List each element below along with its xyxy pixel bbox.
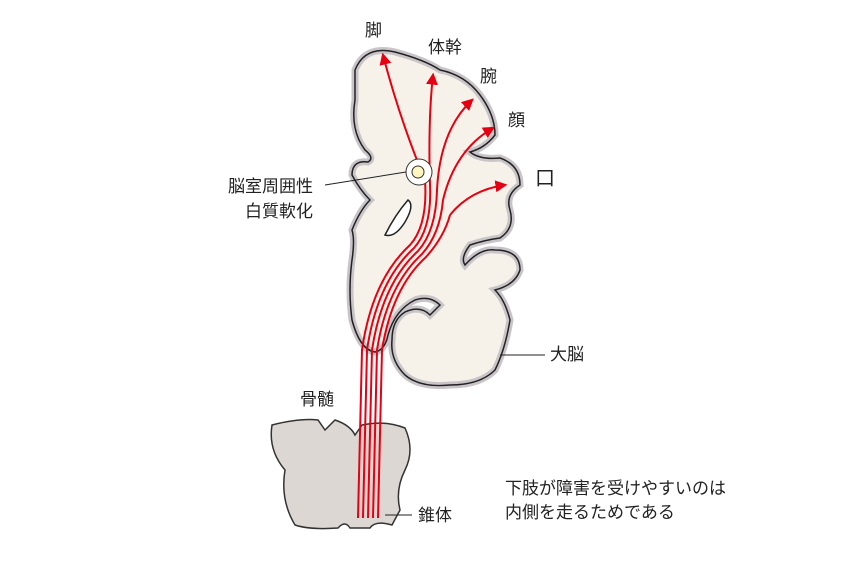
label-pyramid: 錐体 — [418, 506, 452, 526]
fiber-bundle-3 — [367, 189, 438, 519]
label-pvl-2: 白質軟化 — [245, 202, 313, 222]
label-trunk: 体幹 — [428, 38, 462, 58]
label-arm: 腕 — [480, 67, 497, 87]
arrow-face — [442, 126, 496, 201]
pvl-leader — [324, 171, 407, 186]
fiber-bundle-5 — [377, 214, 451, 519]
arrow-mouth — [449, 180, 508, 216]
fiber-bundle-4 — [372, 199, 444, 519]
label-pvl-1: 脳室周囲性 — [228, 177, 313, 197]
fiber-bundle-1 — [357, 179, 427, 519]
label-cerebrum: 大脳 — [550, 345, 584, 365]
label-mouth: 口 — [535, 166, 555, 190]
arrow-arm — [436, 98, 474, 191]
label-leg: 脚 — [365, 21, 382, 41]
label-spinal: 骨髄 — [300, 390, 334, 410]
note-line-1: 下肢が障害を受けやすいのは — [505, 479, 726, 499]
note-line-2: 内側を走るためである — [505, 503, 675, 523]
corticospinal-fibers — [357, 52, 508, 519]
ventricle-slit — [383, 198, 412, 237]
pvl-lesion — [411, 165, 425, 179]
brainstem — [270, 418, 411, 530]
label-face: 顔 — [508, 111, 525, 131]
fiber-bundle-2 — [362, 184, 432, 519]
